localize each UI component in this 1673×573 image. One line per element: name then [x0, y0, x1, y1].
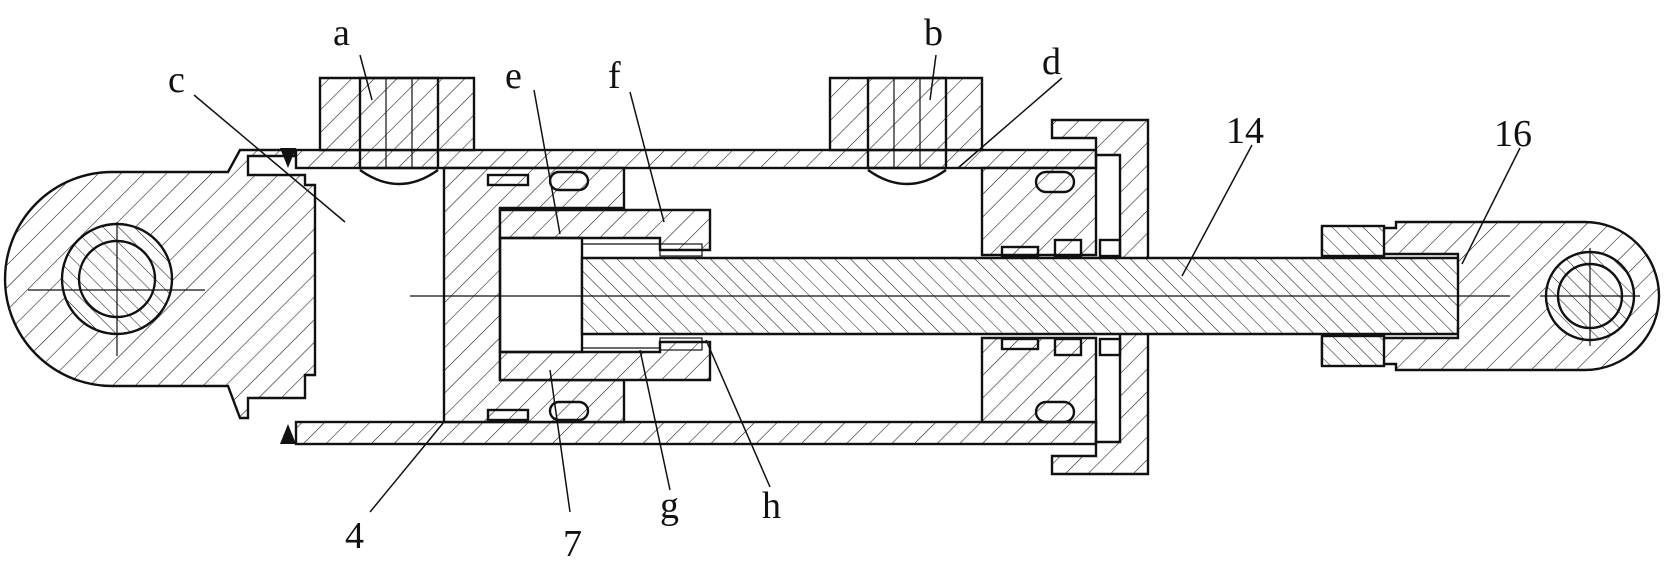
weld-bead-top — [280, 148, 296, 168]
lock-nut-top — [1320, 224, 1386, 258]
label-c: c — [168, 59, 185, 101]
port-a-boss — [318, 76, 476, 186]
label-14: 14 — [1226, 110, 1264, 152]
label-g: g — [660, 485, 679, 527]
gland-seal-bottom — [1034, 400, 1076, 424]
label-e: e — [505, 55, 522, 97]
label-4: 4 — [345, 515, 364, 557]
cushion-sleeve — [498, 208, 712, 382]
rear-end-cap — [3, 148, 317, 420]
gland-seal-top — [1034, 170, 1076, 194]
label-d: d — [1042, 41, 1061, 83]
label-b: b — [924, 12, 943, 54]
lock-nut-bottom — [1320, 334, 1386, 368]
piston-seal-bottom — [548, 400, 590, 422]
label-7: 7 — [563, 523, 582, 565]
label-16: 16 — [1494, 113, 1532, 155]
leader-lines — [193, 54, 1521, 513]
oil-chamber-e — [498, 236, 584, 354]
label-a: a — [333, 12, 350, 54]
label-f: f — [608, 55, 621, 97]
label-h: h — [762, 485, 781, 527]
front-gland — [980, 118, 1150, 476]
port-b-boss — [828, 76, 984, 186]
weld-bead-bottom — [280, 424, 296, 444]
